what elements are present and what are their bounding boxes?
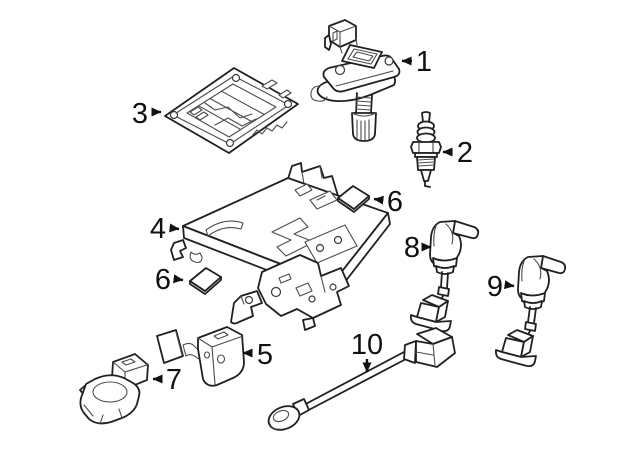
callout-6-upper-label[interactable]: 6 — [387, 186, 403, 218]
callout-1[interactable]: 1 — [401, 46, 432, 78]
part-mounting-pad-lower — [189, 267, 222, 295]
part-crankshaft-position-sensor — [494, 255, 567, 368]
callout-2[interactable]: 2 — [442, 137, 473, 169]
part-module-mounting-bracket — [170, 162, 391, 331]
part-ignition-coil — [310, 19, 401, 142]
callout-4[interactable]: 4 — [150, 213, 180, 245]
part-camshaft-position-sensor — [409, 220, 480, 333]
callout-10-label[interactable]: 10 — [351, 329, 383, 361]
part-spark-plug — [410, 111, 442, 188]
callout-3[interactable]: 3 — [132, 98, 162, 130]
callout-10[interactable]: 10 — [351, 329, 383, 373]
coil-boot — [351, 112, 377, 142]
callout-5-label[interactable]: 5 — [257, 339, 273, 371]
callout-7-label[interactable]: 7 — [166, 364, 182, 396]
callout-9[interactable]: 9 — [487, 271, 515, 303]
callout-2-label[interactable]: 2 — [457, 137, 473, 169]
callout-4-label[interactable]: 4 — [150, 213, 166, 245]
callout-6-lower[interactable]: 6 — [155, 264, 184, 296]
ring-terminal — [267, 405, 301, 431]
part-knock-sensor — [79, 353, 149, 425]
callout-3-label[interactable]: 3 — [132, 98, 148, 130]
callout-5[interactable]: 5 — [242, 339, 273, 371]
callout-7[interactable]: 7 — [152, 364, 182, 396]
callout-8[interactable]: 8 — [404, 232, 432, 264]
callout-8-label[interactable]: 8 — [404, 232, 420, 264]
part-engine-control-module — [164, 67, 299, 154]
callout-1-label[interactable]: 1 — [416, 46, 432, 78]
part-side-bracket — [156, 290, 263, 387]
callout-6-lower-label[interactable]: 6 — [155, 264, 171, 296]
part-mounting-pad-upper — [337, 185, 370, 213]
callout-6-upper[interactable]: 6 — [373, 186, 403, 218]
callout-9-label[interactable]: 9 — [487, 271, 503, 303]
harness-cable — [299, 351, 407, 414]
part-sensor-harness — [267, 327, 456, 431]
